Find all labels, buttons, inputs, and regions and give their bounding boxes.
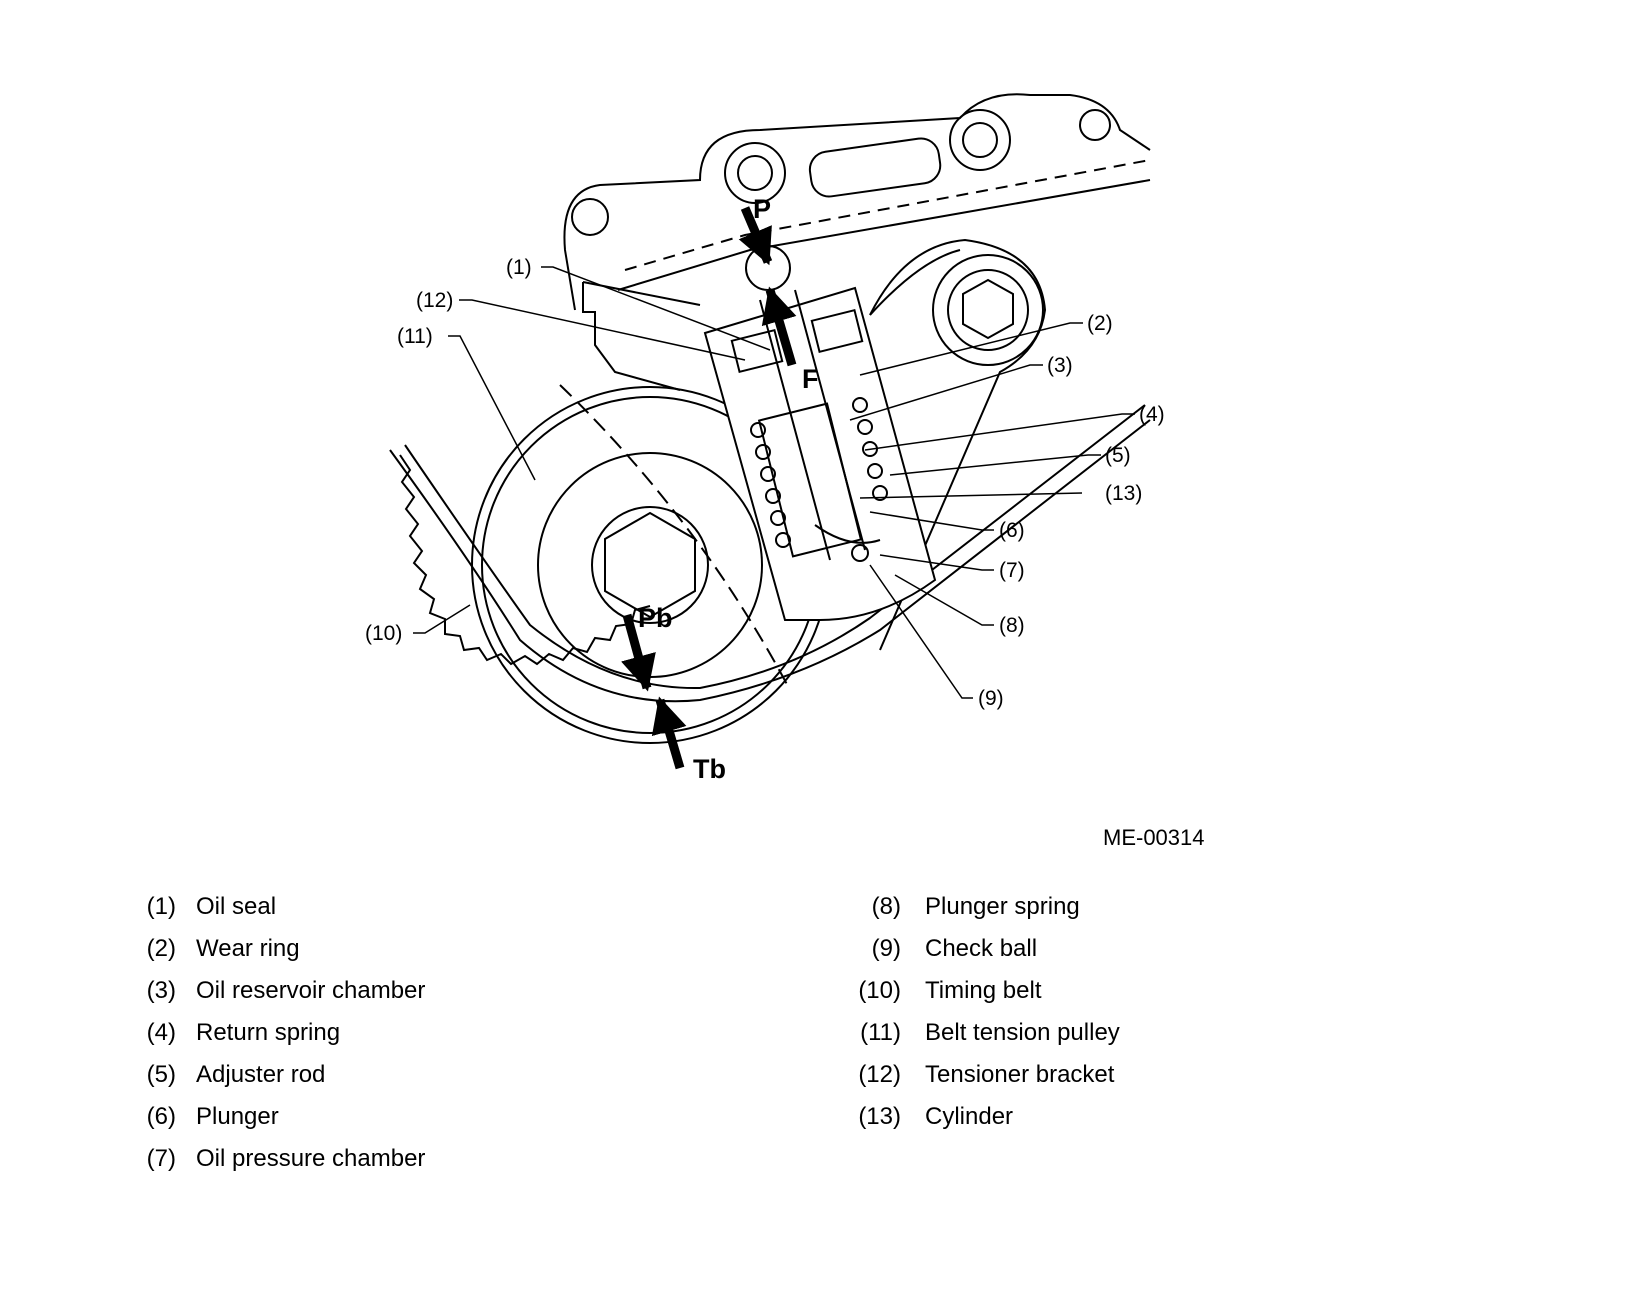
legend-number: (13) — [858, 1103, 901, 1130]
force-f-arrow — [761, 286, 797, 367]
legend-number: (4) — [146, 1019, 176, 1046]
callout-5: (5) — [1105, 444, 1131, 467]
legend-number: (2) — [146, 935, 176, 962]
force-f-label: F — [802, 364, 819, 394]
callout-7: (7) — [999, 559, 1025, 582]
force-p-arrow — [738, 206, 773, 266]
callout-8: (8) — [999, 614, 1025, 637]
legend-label: Check ball — [925, 935, 1038, 962]
legend-label: Plunger — [196, 1103, 279, 1130]
tensioner-cylinder — [703, 245, 937, 621]
legend-item: (11) Belt tension pulley — [800, 1019, 1300, 1061]
legend-number: (12) — [858, 1061, 901, 1088]
callout-13: (13) — [1105, 482, 1142, 505]
legend-item: (7) Oil pressure chamber — [0, 1145, 600, 1187]
timing-belt — [389, 404, 1151, 703]
legend-item: (12) Tensioner bracket — [800, 1061, 1300, 1103]
legend-item: (1) Oil seal — [0, 893, 600, 935]
callout-2: (2) — [1087, 312, 1113, 335]
force-pb-arrow — [621, 613, 656, 692]
legend-number: (9) — [871, 935, 901, 962]
figure-id: ME-00314 — [1103, 825, 1205, 850]
callout-3: (3) — [1047, 354, 1073, 377]
check-ball — [851, 544, 869, 562]
force-pb-label: Pb — [638, 603, 673, 633]
legend-number: (1) — [146, 893, 176, 920]
force-arrows — [621, 206, 797, 770]
callout-1: (1) — [506, 256, 532, 279]
legend-label: Plunger spring — [925, 893, 1080, 920]
legend-label: Belt tension pulley — [925, 1019, 1120, 1046]
legend-label: Timing belt — [925, 977, 1042, 1004]
legend-number: (7) — [146, 1145, 176, 1172]
legend-item: (9) Check ball — [800, 935, 1300, 977]
legend-item: (6) Plunger — [0, 1103, 600, 1145]
legend-label: Tensioner bracket — [925, 1061, 1115, 1088]
bracket-plate — [563, 93, 1151, 311]
legend-item: (5) Adjuster rod — [0, 1061, 600, 1103]
legend-left: (1) Oil seal (2) Wear ring (3) Oil reservoi… — [0, 893, 600, 1187]
legend-item: (3) Oil reservoir chamber — [0, 977, 600, 1019]
legend-label: Oil reservoir chamber — [196, 977, 426, 1004]
legend-right: (8) Plunger spring (9) Check ball (10) Timi… — [800, 893, 1300, 1145]
legend-label: Oil seal — [196, 893, 277, 920]
legend-number: (5) — [146, 1061, 176, 1088]
legend-item: (4) Return spring — [0, 1019, 600, 1061]
tensioner-bracket — [582, 238, 1047, 651]
callout-4: (4) — [1139, 403, 1165, 426]
legend-number: (10) — [858, 977, 901, 1004]
callout-labels: (1) (2) (3) (4) (5) (6) (7) (8) (9) (10)… — [365, 256, 1165, 710]
legend-number: (3) — [146, 977, 176, 1004]
legend-label: Return spring — [196, 1019, 341, 1046]
force-tb-arrow — [651, 696, 687, 770]
legend-number: (11) — [860, 1019, 901, 1046]
legend-label: Wear ring — [196, 935, 300, 962]
force-p-label: P — [753, 194, 771, 224]
legend-label: Cylinder — [925, 1103, 1014, 1130]
legend-number: (6) — [146, 1103, 176, 1130]
callout-11: (11) — [397, 325, 433, 348]
legend-label: Oil pressure chamber — [196, 1145, 426, 1172]
legend-item: (2) Wear ring — [0, 935, 600, 977]
legend-item: (13) Cylinder — [800, 1103, 1300, 1145]
legend-number: (8) — [871, 893, 901, 920]
legend-label: Adjuster rod — [196, 1061, 326, 1088]
leader-lines — [413, 266, 1135, 699]
legend-item: (10) Timing belt — [800, 977, 1300, 1019]
callout-6: (6) — [999, 519, 1025, 542]
callout-9: (9) — [978, 687, 1004, 710]
callout-10: (10) — [365, 622, 402, 645]
callout-12: (12) — [416, 289, 453, 312]
legend-item: (8) Plunger spring — [800, 893, 1300, 935]
force-tb-label: Tb — [693, 754, 726, 784]
